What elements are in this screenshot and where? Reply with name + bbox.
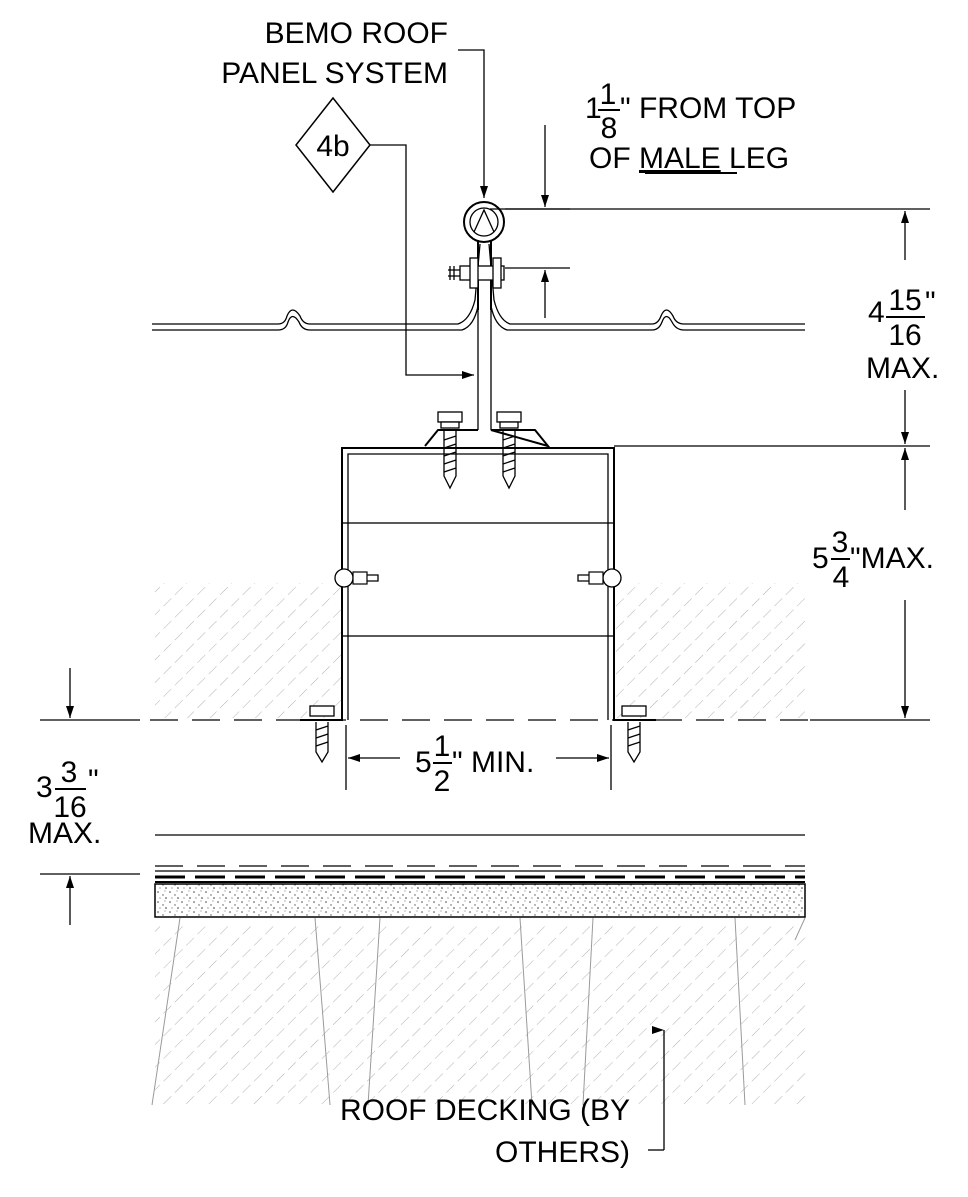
from-top-den: 8 [601,112,618,145]
dim1-max: MAX. [866,352,939,385]
panel-label-line1: BEMO ROOF [265,17,448,50]
membrane-layers [155,834,805,883]
deck-label-line1: ROOF DECKING (BY [340,1094,630,1127]
roof-deck-hatch [151,917,806,1106]
dim1-whole: 4 [868,296,885,329]
bottom-screw-left [309,705,335,764]
roof-panel [152,243,805,430]
top-screw-right [496,411,522,490]
from-top-num: 1 [600,78,617,111]
dim1-den: 16 [888,319,921,352]
dim3-tail: " MIN. [452,746,534,779]
dim1-num: 15 [888,284,921,317]
dim3-den: 2 [434,765,451,798]
side-fastener-right [577,568,622,588]
bottom-screw-right [621,705,647,764]
dim-5-1-2 [345,725,612,790]
dim4-num: 3 [61,756,78,789]
dim2-den: 4 [833,561,850,594]
dim4-inch: " [88,764,99,797]
male-leg-text: OF MALE LEG [589,142,789,175]
from-top-tail: " FROM TOP [620,92,796,125]
dim4-max: MAX. [28,817,101,850]
dim2-tail: "MAX. [850,542,934,575]
callout-tag-4b: 4b [295,96,371,194]
dim-5-3-4 [810,448,930,721]
deck-label-line2: OTHERS) [495,1136,630,1169]
dim4-whole: 3 [36,771,53,804]
top-screw-left [437,411,463,490]
dim2-num: 3 [832,526,849,559]
rigid-board [154,883,806,918]
dim-4-15-16 [490,208,930,444]
dim1-inch: " [925,286,936,319]
dim-from-top [505,125,570,318]
standing-seam [448,201,505,310]
labels: BEMO ROOF PANEL SYSTEM 1 1 8 " FROM TOP … [28,17,939,1169]
dim-3-3-16 [40,668,140,925]
dim2-whole: 5 [812,542,829,575]
clip-base [424,411,551,490]
dim4-den: 16 [53,791,86,824]
insulation-zone [155,583,805,718]
dim3-num: 1 [434,730,451,763]
tag-text: 4b [316,130,349,163]
support-bracket [300,445,930,764]
dim3-whole: 5 [415,746,432,779]
side-fastener-left [334,568,379,588]
leaders [370,49,668,1151]
from-top-whole: 1 [585,92,602,125]
panel-label-line2: PANEL SYSTEM [221,57,448,90]
